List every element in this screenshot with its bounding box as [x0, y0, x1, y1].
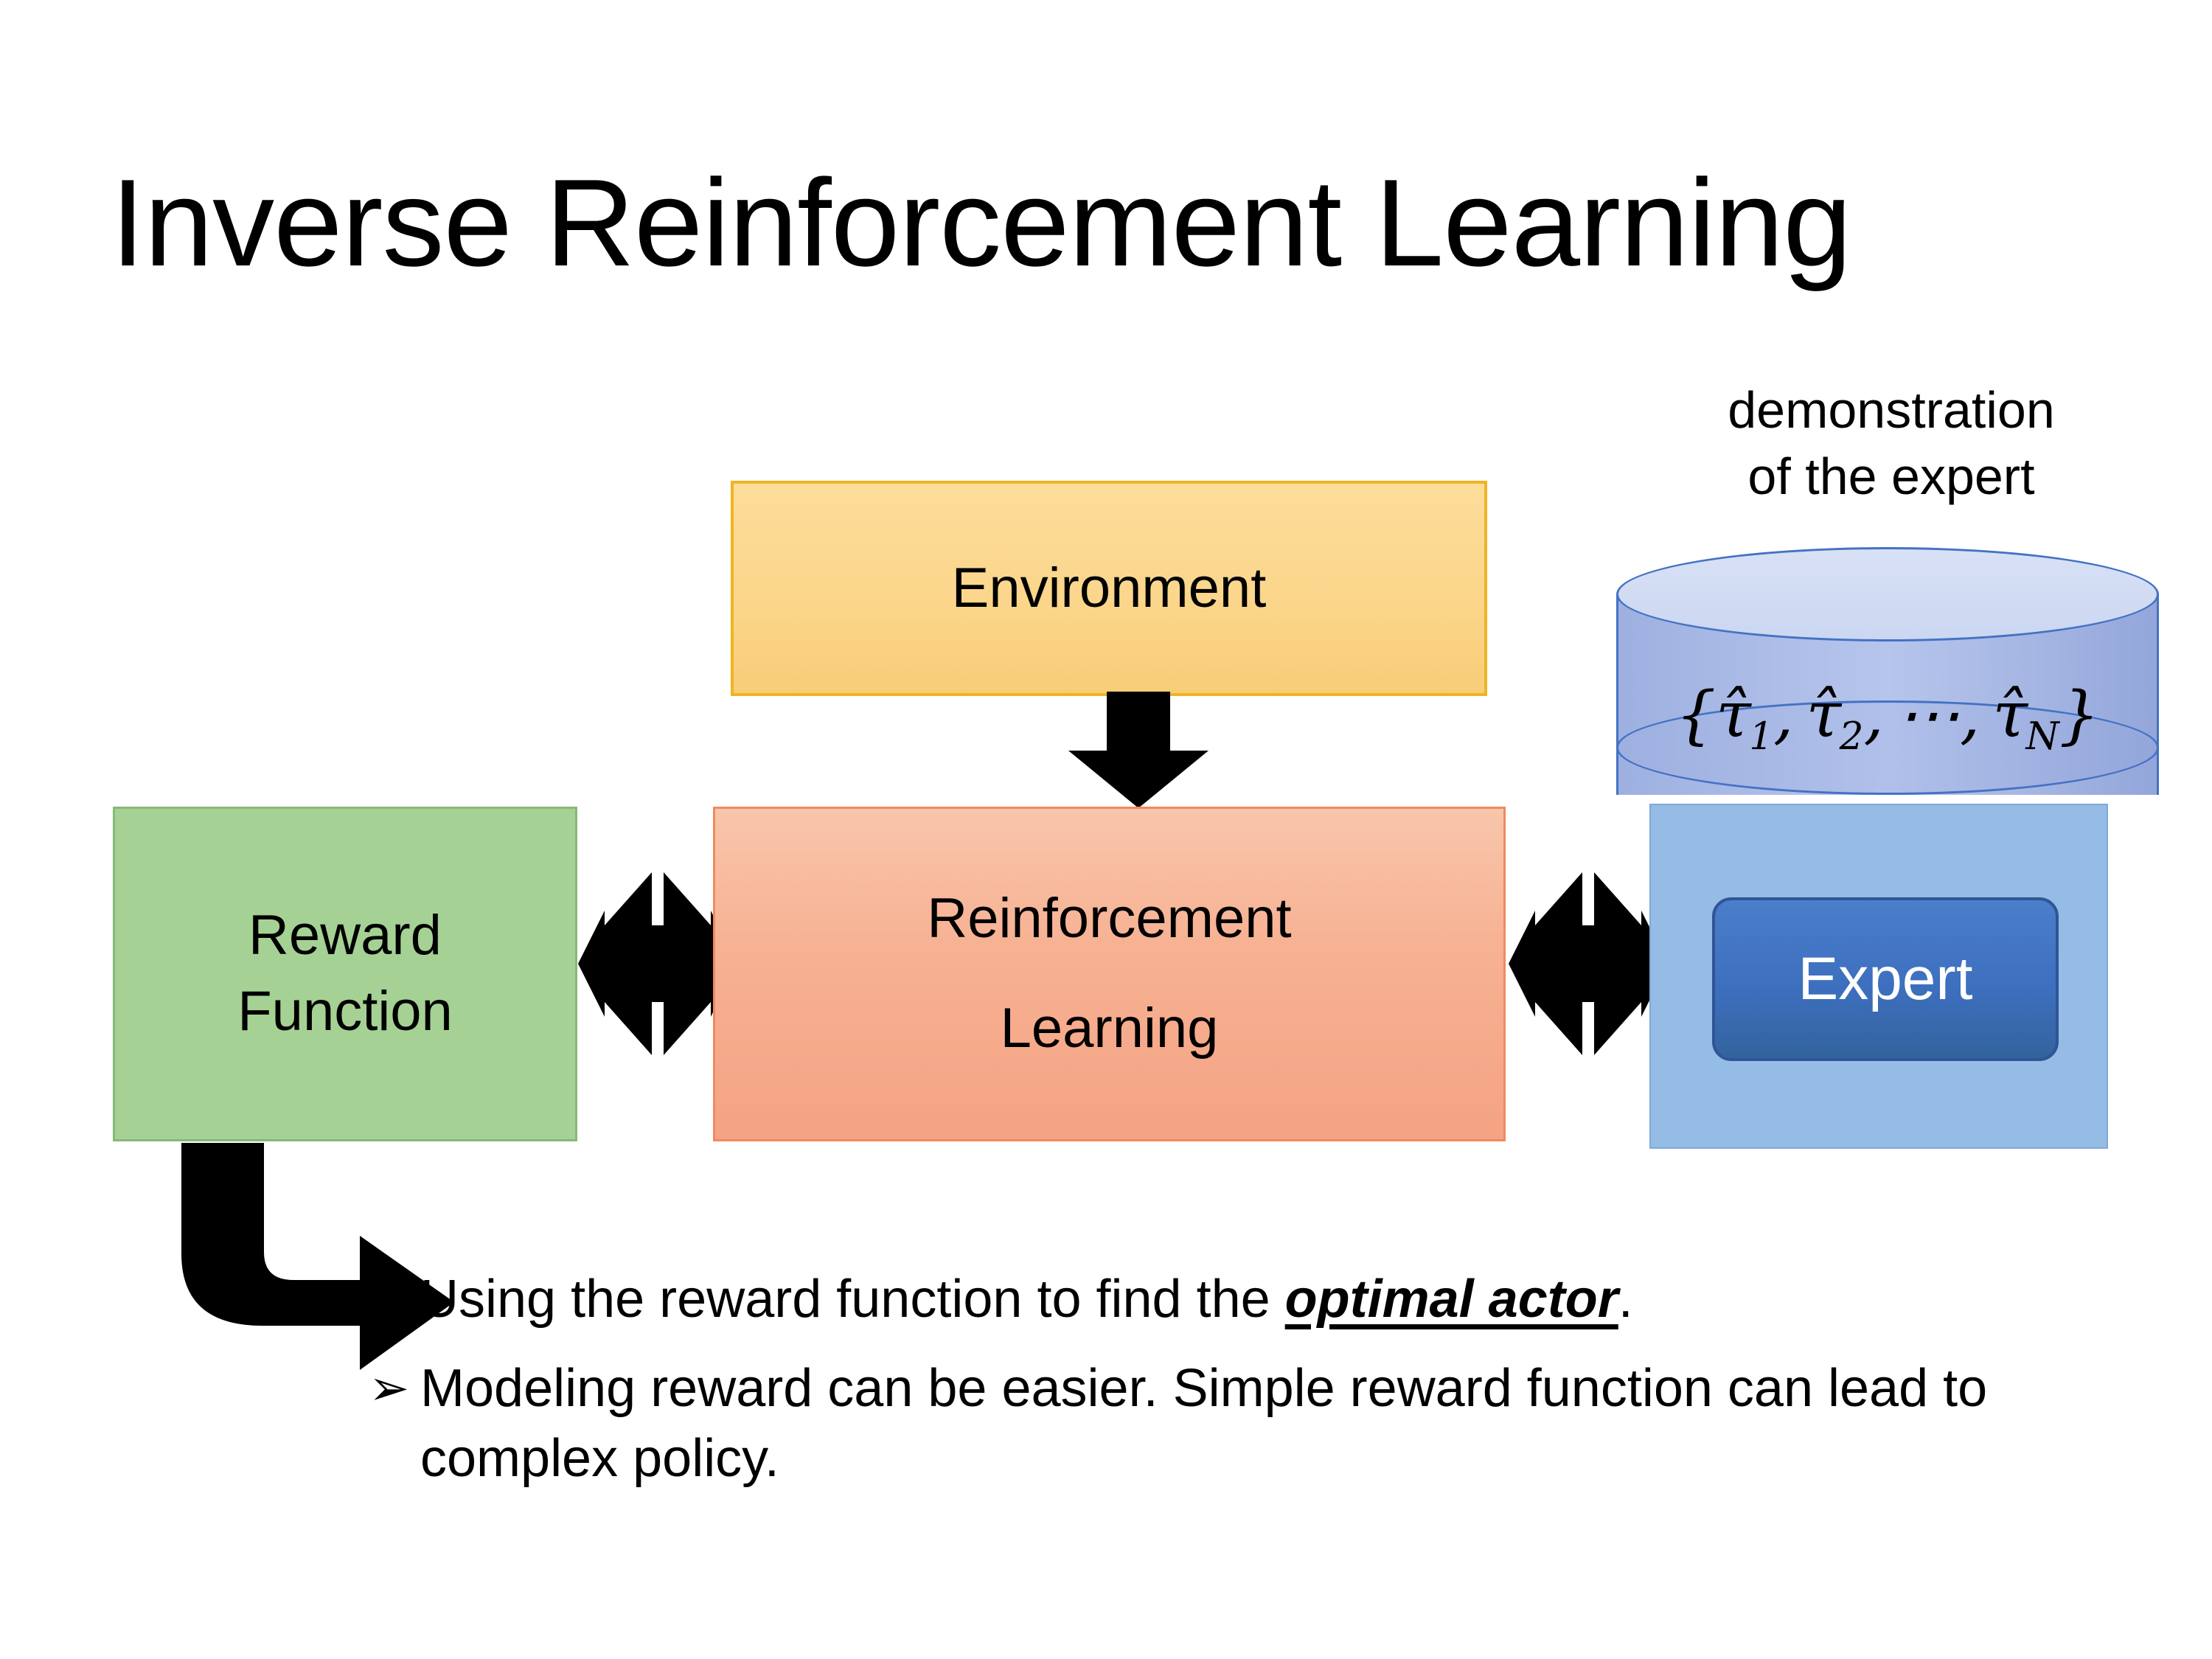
- page-title: Inverse Reinforcement Learning: [111, 153, 1852, 292]
- formula-sep-1: ,: [1773, 678, 1794, 752]
- demonstration-caption-line2: of the expert: [1747, 447, 2035, 505]
- list-item: ➢ Using the reward function to find the …: [369, 1265, 2101, 1335]
- environment-to-rl-arrow: [1068, 692, 1208, 808]
- reward-label-line2: Function: [237, 980, 453, 1043]
- demonstration-caption: demonstration of the expert: [1622, 378, 2160, 509]
- bullet-text-2: Modeling reward can be easier. Simple re…: [420, 1359, 1988, 1489]
- list-item: ➢ Modeling reward can be easier. Simple …: [369, 1354, 2101, 1494]
- formula-sep-3: ,: [1960, 678, 1980, 752]
- node-environment-label: Environment: [951, 556, 1267, 619]
- bullet-1-emphasis: optimal actor: [1284, 1270, 1618, 1329]
- bullet-1-prefix: Using the reward function to find the: [420, 1270, 1285, 1329]
- rl-expert-bidirectional-arrow: [1509, 872, 1668, 1055]
- formula-tau-2-sub: 2: [1839, 714, 1864, 759]
- formula-tau-1: τ̂: [1716, 678, 1751, 752]
- reward-to-bullets-bent-arrow: [181, 1143, 454, 1370]
- formula-tau-1-sub: 1: [1749, 714, 1774, 759]
- node-expert-label: Expert: [1798, 945, 1973, 1012]
- demonstration-caption-line1: demonstration: [1728, 381, 2055, 439]
- node-expert: Expert: [1712, 897, 2059, 1061]
- formula-tau-2: τ̂: [1806, 678, 1842, 752]
- bullet-text-1: Using the reward function to find the op…: [420, 1265, 2101, 1335]
- cylinder-bottom-ellipse: [1616, 700, 2159, 795]
- node-reinforcement-learning-label: Reinforcement Learning: [927, 881, 1291, 1066]
- bullet-1-suffix: .: [1618, 1270, 1633, 1329]
- formula-ellipsis: ⋯: [1896, 678, 1961, 752]
- reward-label-line1: Reward: [248, 904, 442, 967]
- formula-tau-n-sub: N: [2025, 714, 2059, 759]
- rl-label-line2: Learning: [1000, 997, 1219, 1060]
- cylinder-top-ellipse: [1616, 547, 2159, 641]
- node-environment: Environment: [731, 481, 1487, 696]
- formula-tau-n: τ̂: [1992, 678, 2028, 752]
- bullet-marker-icon: ➢: [369, 1271, 410, 1326]
- node-reward-function-label: Reward Function: [237, 898, 453, 1049]
- node-reinforcement-learning: Reinforcement Learning: [713, 807, 1506, 1141]
- formula-close-brace: }: [2059, 678, 2100, 752]
- demonstration-cylinder: {τ̂1, τ̂2, ⋯, τ̂N}: [1616, 547, 2159, 842]
- trajectory-set-formula: {τ̂1, τ̂2, ⋯, τ̂N}: [1616, 678, 2159, 759]
- formula-open-brace: {: [1675, 678, 1717, 752]
- rl-label-line1: Reinforcement: [927, 887, 1292, 950]
- formula-sep-2: ,: [1863, 678, 1884, 752]
- bullet-list: ➢ Using the reward function to find the …: [369, 1265, 2101, 1513]
- reward-rl-bidirectional-arrow: [578, 872, 737, 1055]
- node-reward-function: Reward Function: [113, 807, 577, 1141]
- bullet-marker-icon: ➢: [369, 1360, 410, 1416]
